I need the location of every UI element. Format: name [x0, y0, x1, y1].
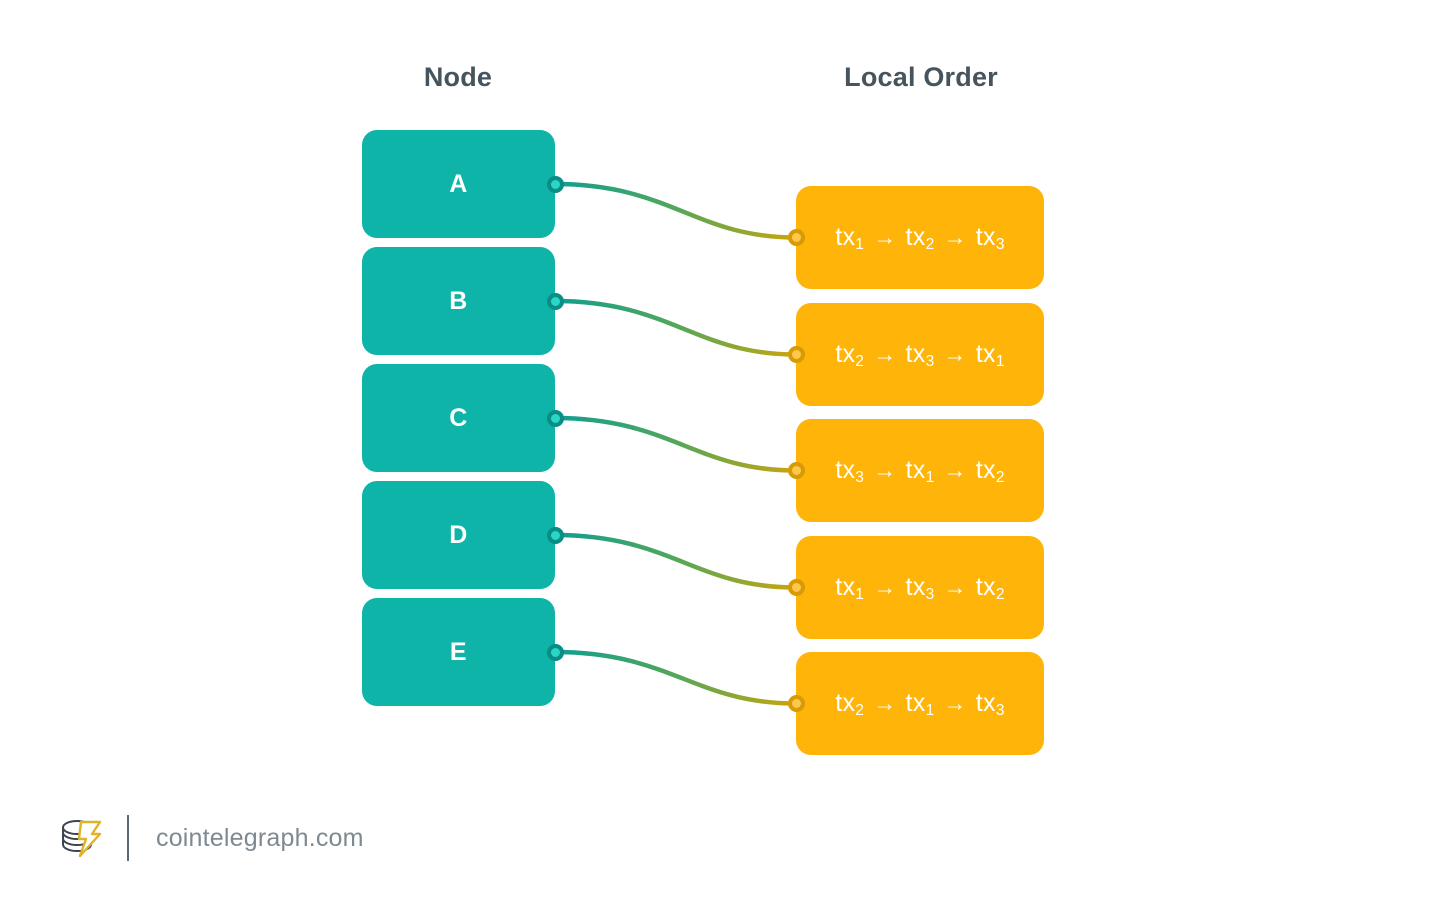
node-label: C [449, 403, 468, 432]
sequence-arrow-icon: → [873, 690, 897, 716]
local-order-sequence: tx1 → tx3 → tx2 [835, 573, 1005, 604]
sequence-arrow-icon: → [873, 224, 897, 250]
transaction-token: tx1 [835, 223, 865, 254]
transaction-token: tx2 [905, 223, 935, 254]
column-heading-node: Node [423, 62, 493, 92]
local-order-box-5[interactable]: tx2 → tx1 → tx3 [796, 652, 1044, 755]
local-order-box-3[interactable]: tx3 → tx1 → tx2 [796, 419, 1044, 522]
local-order-connector-dot-4 [787, 579, 805, 596]
transaction-token: tx1 [905, 689, 935, 720]
connector-d [552, 532, 799, 590]
node-connector-dot-e [546, 643, 564, 661]
local-order-connector-dot-5 [787, 695, 805, 712]
local-order-connector-dot-1 [787, 229, 805, 246]
local-order-sequence: tx2 → tx1 → tx3 [835, 689, 1005, 720]
cointelegraph-logo-icon [62, 820, 102, 858]
sequence-arrow-icon: → [873, 574, 897, 600]
local-order-box-2[interactable]: tx2 → tx3 → tx1 [796, 303, 1044, 406]
transaction-token: tx1 [835, 573, 865, 604]
sequence-arrow-icon: → [943, 224, 967, 250]
footer-site-label: cointelegraph.com [156, 823, 364, 852]
node-box-e[interactable]: E [362, 598, 555, 706]
sequence-arrow-icon: → [943, 457, 967, 483]
node-connector-dot-b [546, 292, 564, 310]
node-connector-dot-d [546, 526, 564, 544]
local-order-sequence: tx2 → tx3 → tx1 [835, 340, 1005, 371]
connector-e [552, 649, 799, 706]
sequence-arrow-icon: → [873, 341, 897, 367]
local-order-sequence: tx1 → tx2 → tx3 [835, 223, 1005, 254]
connector-c [552, 415, 799, 473]
local-order-connector-dot-2 [787, 346, 805, 363]
node-box-c[interactable]: C [362, 364, 555, 472]
sequence-arrow-icon: → [943, 574, 967, 600]
transaction-token: tx2 [975, 456, 1005, 487]
transaction-token: tx1 [975, 340, 1005, 371]
transaction-token: tx2 [835, 340, 865, 371]
node-label: A [449, 169, 468, 198]
transaction-token: tx2 [835, 689, 865, 720]
connector-b [552, 298, 799, 357]
sequence-arrow-icon: → [943, 690, 967, 716]
local-order-box-4[interactable]: tx1 → tx3 → tx2 [796, 536, 1044, 639]
transaction-token: tx3 [835, 456, 865, 487]
sequence-arrow-icon: → [873, 457, 897, 483]
sequence-arrow-icon: → [943, 341, 967, 367]
local-order-box-1[interactable]: tx1 → tx2 → tx3 [796, 186, 1044, 289]
node-box-b[interactable]: B [362, 247, 555, 355]
connector-a [552, 181, 799, 240]
node-connector-dot-c [546, 409, 564, 427]
node-box-d[interactable]: D [362, 481, 555, 589]
local-order-connector-dot-3 [787, 462, 805, 479]
node-label: B [449, 286, 468, 315]
transaction-token: tx3 [975, 689, 1005, 720]
node-label: E [449, 637, 468, 666]
transaction-token: tx3 [905, 340, 935, 371]
node-box-a[interactable]: A [362, 130, 555, 238]
footer: cointelegraph.com [55, 806, 364, 870]
transaction-token: tx3 [905, 573, 935, 604]
local-order-sequence: tx3 → tx1 → tx2 [835, 456, 1005, 487]
node-connector-dot-a [546, 175, 564, 193]
transaction-token: tx1 [905, 456, 935, 487]
transaction-token: tx2 [975, 573, 1005, 604]
column-heading-local-order: Local Order [844, 62, 998, 92]
footer-divider [127, 815, 129, 861]
transaction-token: tx3 [975, 223, 1005, 254]
node-label: D [449, 520, 468, 549]
